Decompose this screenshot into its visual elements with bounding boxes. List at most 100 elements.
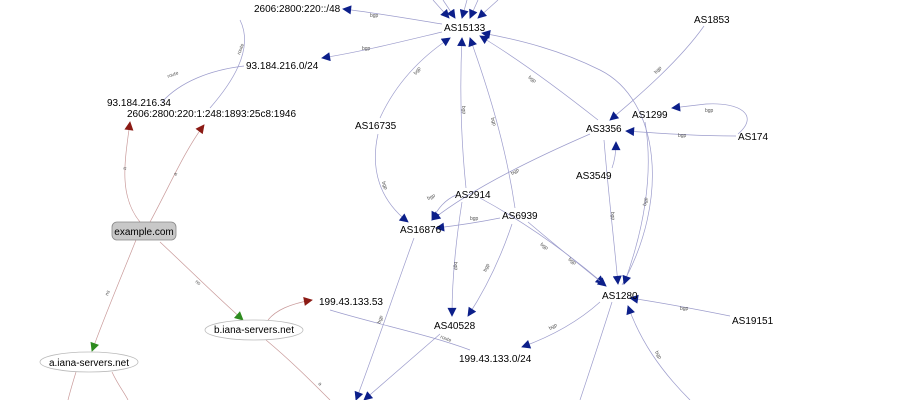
node-as1280[interactable]: AS1280 bbox=[602, 291, 638, 302]
node-as16876[interactable]: AS16876 bbox=[400, 225, 442, 236]
edge-as6939-as15133 bbox=[468, 37, 516, 209]
edge-domain-ns-b bbox=[159, 241, 244, 321]
edge-label-bgp: bgp bbox=[548, 322, 558, 331]
edge-offscreen-to-as15133 bbox=[442, 0, 456, 19]
edge-as2914-as16876 bbox=[431, 194, 457, 221]
edge-as1853-as3356 bbox=[609, 25, 705, 121]
node-as19151[interactable]: AS19151 bbox=[732, 316, 774, 327]
edge-route-v4 bbox=[161, 65, 245, 103]
edge-label-bgp: bgp bbox=[510, 167, 520, 176]
edge-as16735-as16876 bbox=[375, 133, 409, 223]
edge-as19151-as1280 bbox=[629, 294, 731, 317]
edge-domain-ip-v6 bbox=[149, 124, 205, 223]
edge-ns-a-down bbox=[111, 371, 129, 400]
edge-route-199 bbox=[329, 309, 471, 351]
edge-as6939-as40528 bbox=[467, 223, 513, 317]
edge-offscreen-to-as15133 bbox=[477, 0, 499, 19]
edge-label-a: a bbox=[122, 167, 128, 171]
node-ip-v4[interactable]: 93.184.216.34 bbox=[107, 98, 171, 109]
edge-as1280-as15133 bbox=[481, 30, 653, 286]
edge-as174-as3356 bbox=[625, 127, 737, 137]
edge-label-ns: ns bbox=[194, 279, 202, 287]
edge-as6939-as16876 bbox=[435, 217, 501, 232]
edge-as6939-as1280 bbox=[527, 221, 607, 287]
node-as174[interactable]: AS174 bbox=[738, 132, 768, 143]
node-as3356[interactable]: AS3356 bbox=[586, 124, 622, 135]
edge-as1280-down bbox=[579, 301, 613, 400]
edge-as15133-prefix-v4 bbox=[321, 31, 443, 62]
edge-label-bgp: bgp bbox=[642, 197, 649, 206]
edge-domain-ip-v4 bbox=[124, 121, 141, 223]
edge-label-bgp: bgp bbox=[452, 262, 459, 271]
edge-as3356-as15133 bbox=[479, 35, 599, 121]
node-as1299[interactable]: AS1299 bbox=[632, 110, 668, 121]
edge-label-bgp: bgp bbox=[426, 193, 436, 202]
node-as6939[interactable]: AS6939 bbox=[502, 211, 538, 222]
edge-route-v6 bbox=[209, 19, 245, 109]
node-as15133[interactable]: AS15133 bbox=[444, 23, 486, 34]
edge-label-ns: ns bbox=[104, 289, 112, 296]
node-prefix-v6-48[interactable]: 2606:2800:220::/48 bbox=[254, 4, 341, 15]
edge-label-bgp: bgp bbox=[527, 75, 537, 85]
edge-as16735-as15133 bbox=[379, 37, 451, 119]
edge-label-bgp: bgp bbox=[370, 13, 379, 19]
node-ns-b-ellipse[interactable] bbox=[204, 319, 304, 341]
edge-as3549-as3356 bbox=[611, 141, 621, 169]
edge-label-bgp: bgp bbox=[489, 117, 497, 127]
edge-label-bgp: bgp bbox=[705, 108, 714, 114]
edge-as2914-as40528 bbox=[447, 201, 463, 317]
edge-label-route: route bbox=[167, 70, 180, 80]
edge-label-bgp: bgp bbox=[413, 66, 423, 76]
edge-as16876-down bbox=[354, 237, 415, 400]
edge-domain-ns-a bbox=[90, 239, 137, 352]
edge-label-bgp: bgp bbox=[376, 315, 385, 325]
node-ns-a-ellipse[interactable] bbox=[39, 351, 139, 373]
edge-as3356-as1280 bbox=[603, 139, 622, 285]
edge-label-bgp: bgp bbox=[567, 257, 577, 267]
edge-label-bgp: bgp bbox=[609, 212, 616, 221]
edge-as174-as1299 bbox=[671, 102, 748, 135]
edge-label-bgp: bgp bbox=[653, 65, 663, 75]
edge-label-bgp: bgp bbox=[460, 106, 467, 115]
node-ip-v6[interactable]: 2606:2800:220:1:248:1893:25c8:1946 bbox=[127, 109, 296, 120]
edge-offscreen-to-as15133 bbox=[459, 0, 469, 19]
edge-label-bgp: bgp bbox=[482, 263, 491, 273]
edges-layer: bgp bgp route route a a ns ns a route bbox=[67, 0, 748, 400]
edge-label-a: a bbox=[317, 381, 323, 387]
edge-ns-b-down bbox=[265, 339, 331, 400]
node-prefix-199[interactable]: 199.43.133.0/24 bbox=[459, 354, 532, 365]
edge-label-bgp: bgp bbox=[680, 306, 689, 312]
node-domain[interactable]: example.com bbox=[114, 227, 173, 238]
edge-label-aaaa: a bbox=[173, 171, 180, 177]
edge-offscreen-to-as15133 bbox=[432, 0, 450, 19]
edge-label-bgp: bgp bbox=[362, 46, 371, 52]
node-ns-a[interactable]: a.iana-servers.net bbox=[49, 358, 129, 369]
edge-offscreen-to-as1280 bbox=[626, 305, 691, 400]
edge-label-route: route bbox=[439, 334, 452, 344]
node-as40528[interactable]: AS40528 bbox=[434, 321, 476, 332]
edge-label-bgp: bgp bbox=[470, 216, 479, 222]
node-as2914[interactable]: AS2914 bbox=[455, 190, 491, 201]
edge-as40528-down bbox=[363, 333, 441, 400]
edge-offscreen-to-as15133 bbox=[469, 0, 479, 19]
nodes-layer: 2606:2800:220::/48 AS15133 AS1853 93.184… bbox=[39, 4, 774, 373]
edge-as2914-as15133 bbox=[457, 37, 467, 189]
edge-label-bgp: bgp bbox=[380, 181, 389, 191]
node-as1853[interactable]: AS1853 bbox=[694, 15, 730, 26]
edge-label-bgp: bgp bbox=[539, 242, 549, 252]
edge-as1280-prefix-199 bbox=[521, 301, 601, 349]
edge-label-bgp: bgp bbox=[653, 350, 662, 360]
node-prefix-v4-24[interactable]: 93.184.216.0/24 bbox=[246, 61, 319, 72]
edge-ns-a-down bbox=[67, 371, 77, 400]
node-as16735[interactable]: AS16735 bbox=[355, 121, 397, 132]
edge-label-bgp: bgp bbox=[678, 133, 687, 139]
node-ip-199[interactable]: 199.43.133.53 bbox=[319, 297, 383, 308]
edge-as1299-as1280 bbox=[622, 121, 649, 285]
edge-as15133-prefix-v6 bbox=[342, 5, 443, 25]
node-as3549[interactable]: AS3549 bbox=[576, 171, 612, 182]
node-ns-b[interactable]: b.iana-servers.net bbox=[214, 325, 294, 336]
edge-label-route: route bbox=[236, 43, 246, 56]
node-domain-box[interactable] bbox=[111, 221, 177, 241]
edge-as2914-as1280 bbox=[479, 197, 605, 285]
